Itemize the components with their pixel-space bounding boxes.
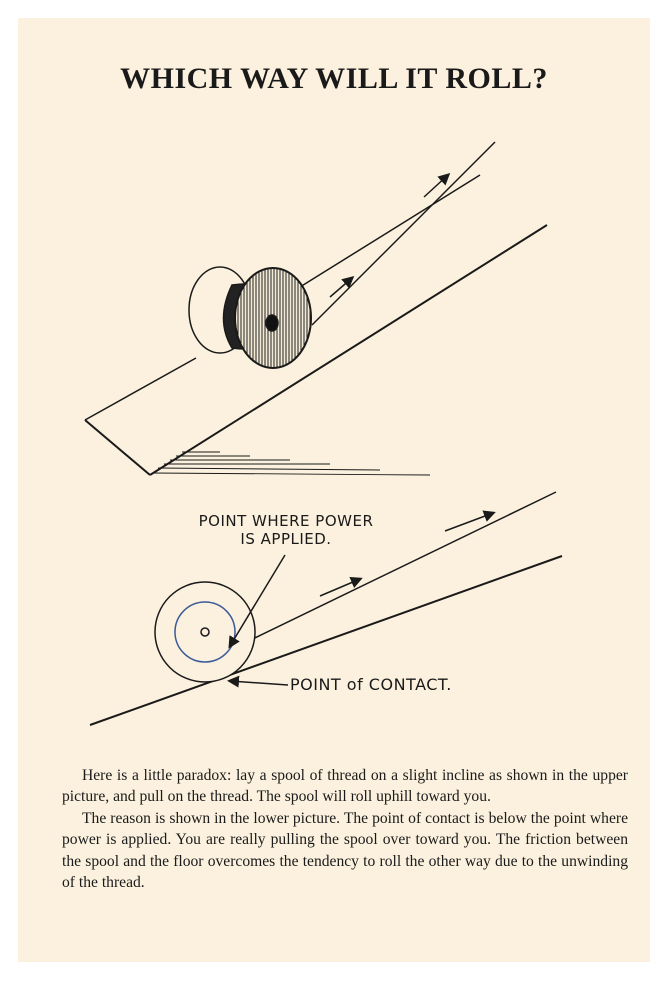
arrow-icon bbox=[319, 576, 363, 597]
spool-outline bbox=[154, 581, 256, 683]
board-front-edge bbox=[84, 419, 151, 476]
incline-line bbox=[89, 555, 563, 726]
upper-figure bbox=[84, 141, 548, 476]
paragraph: Here is a little paradox: lay a spool of… bbox=[62, 767, 628, 806]
spool-center bbox=[200, 627, 210, 637]
arrow-icon bbox=[329, 276, 355, 298]
board-top-edge bbox=[84, 357, 197, 421]
lower-figure bbox=[89, 491, 563, 726]
arrow-icon bbox=[423, 172, 451, 198]
spool-hole bbox=[265, 314, 279, 332]
contact-point-label: POINT of CONTACT. bbox=[290, 675, 452, 694]
contact-pointer-arrow bbox=[227, 675, 289, 688]
page bbox=[18, 18, 650, 962]
power-label-line2: IS APPLIED. bbox=[240, 530, 332, 548]
page-title: WHICH WAY WILL IT ROLL? bbox=[120, 62, 548, 95]
body-text: Here is a little paradox: lay a spool of… bbox=[62, 765, 628, 893]
thread-line bbox=[299, 174, 481, 288]
power-label-line1: POINT WHERE POWER bbox=[198, 512, 374, 530]
board-shadow bbox=[151, 451, 431, 476]
power-pointer-arrow bbox=[228, 554, 286, 649]
thread-line bbox=[311, 141, 496, 326]
power-point-label: POINT WHERE POWER IS APPLIED. bbox=[168, 512, 404, 548]
thread-line bbox=[229, 491, 557, 651]
paragraph: The reason is shown in the lower picture… bbox=[62, 809, 628, 892]
arrow-icon bbox=[444, 510, 496, 532]
spool-inner-circle bbox=[174, 601, 236, 663]
board-side-edge bbox=[149, 224, 548, 476]
